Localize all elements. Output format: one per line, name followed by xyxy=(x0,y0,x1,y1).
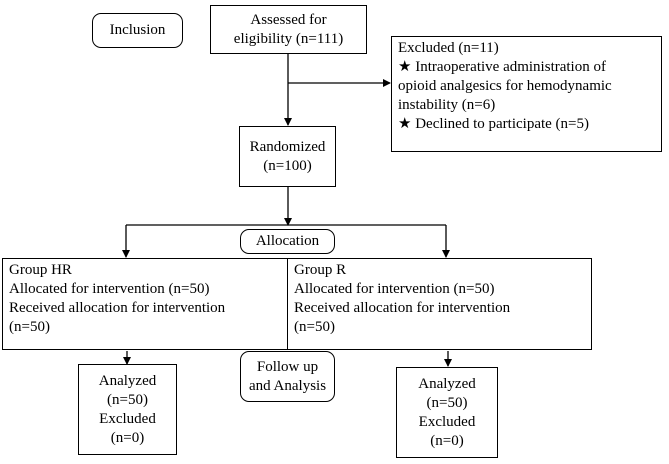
group-hr-box: Group HR Allocated for intervention (n=5… xyxy=(2,258,288,350)
group-hr-allocated: Allocated for intervention (n=50) xyxy=(9,281,210,297)
excluded-left-count: (n=0) xyxy=(110,429,145,446)
randomized-box: Randomized (n=100) xyxy=(239,126,336,187)
analyzed-right-count: (n=50) xyxy=(426,394,468,411)
group-hr-received: Received allocation for intervention xyxy=(9,300,226,316)
group-r-allocated: Allocated for intervention (n=50) xyxy=(294,281,495,297)
analyzed-right-label: Analyzed xyxy=(418,375,476,392)
group-hr-received-count: (n=50) xyxy=(9,319,50,335)
group-r-title: Group R xyxy=(294,262,347,278)
analyzed-left-count: (n=50) xyxy=(107,391,148,408)
follow-up-label-box: Follow up and Analysis xyxy=(240,351,335,402)
group-r-box: Group R Allocated for intervention (n=50… xyxy=(287,258,592,350)
excluded-box: Excluded (n=11) ★ Intraoperative adminis… xyxy=(391,36,662,152)
follow-up-line-2: and Analysis xyxy=(248,377,327,394)
excluded-reason-2: ★ Declined to participate (n=5) xyxy=(398,116,590,132)
excluded-reason-1: ★ Intraoperative administration of xyxy=(398,59,606,75)
analyzed-left-label: Analyzed xyxy=(98,372,157,389)
assessed-line-2: eligibility (n=111) xyxy=(233,30,344,47)
inclusion-label: Inclusion xyxy=(109,22,166,38)
excluded-reason-1-count: instability (n=6) xyxy=(398,97,496,113)
randomized-count: (n=100) xyxy=(263,157,312,174)
excluded-title: Excluded (n=11) xyxy=(398,40,499,56)
excluded-left-label: Excluded xyxy=(99,410,156,427)
group-hr-title: Group HR xyxy=(9,262,72,278)
follow-up-line-1: Follow up xyxy=(256,358,319,375)
allocation-label-box: Allocation xyxy=(240,229,335,254)
randomized-label: Randomized xyxy=(249,138,326,155)
assessed-box: Assessed for eligibility (n=111) xyxy=(210,5,367,54)
inclusion-label-box: Inclusion xyxy=(92,13,183,48)
excluded-right-count: (n=0) xyxy=(430,432,464,449)
group-r-received: Received allocation for intervention xyxy=(294,300,511,316)
allocation-label: Allocation xyxy=(255,233,320,249)
group-r-received-count: (n=50) xyxy=(294,319,335,335)
analyzed-right-box: Analyzed (n=50) Excluded (n=0) xyxy=(396,367,498,458)
assessed-line-1: Assessed for xyxy=(250,11,327,28)
analyzed-left-box: Analyzed (n=50) Excluded (n=0) xyxy=(78,364,177,455)
excluded-reason-1-cont: opioid analgesics for hemodynamic xyxy=(398,78,612,94)
excluded-right-label: Excluded xyxy=(418,413,476,430)
